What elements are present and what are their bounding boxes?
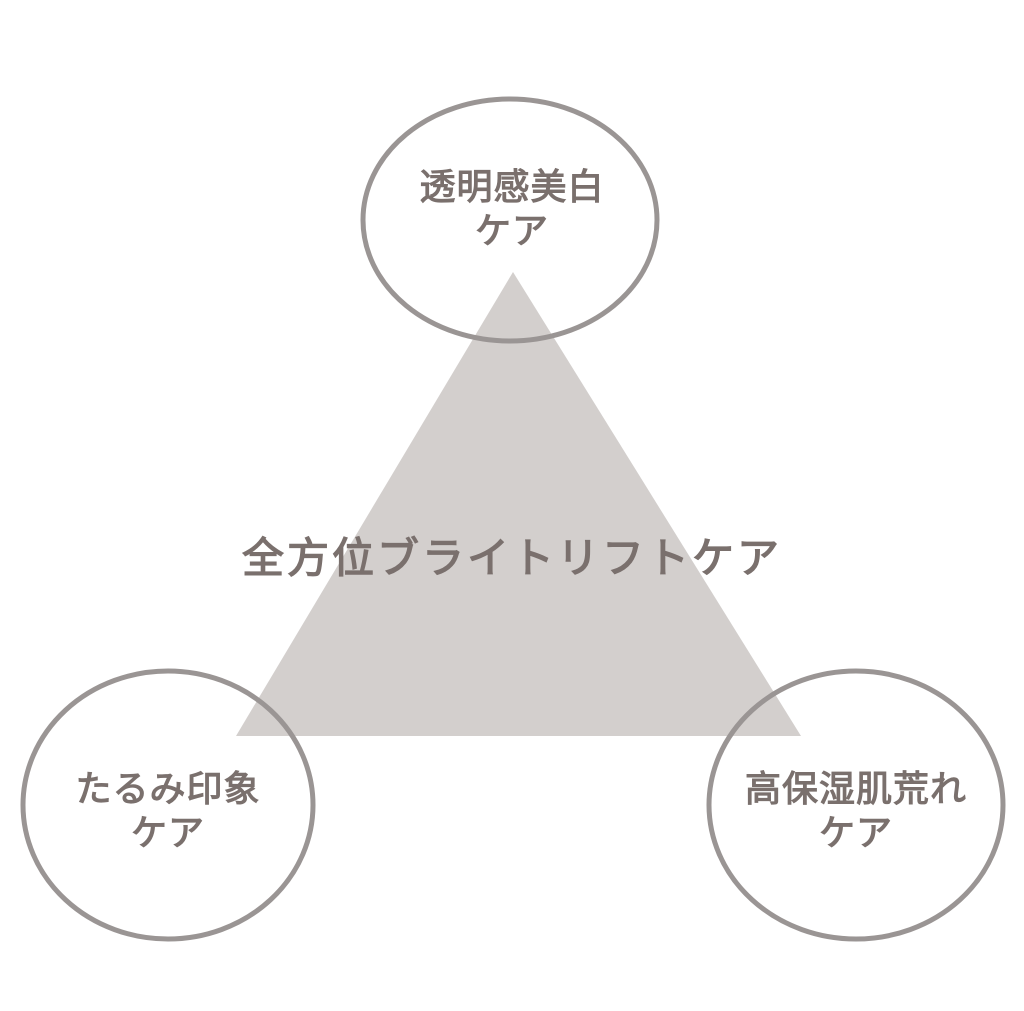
node-right-line2: ケア xyxy=(818,813,894,854)
node-right-label: 高保湿肌荒れ ケア xyxy=(745,768,967,856)
node-left-line1: たるみ印象 xyxy=(75,769,261,810)
node-top-line2: ケア xyxy=(474,211,550,252)
central-triangle xyxy=(236,272,801,736)
node-left-line2: ケア xyxy=(130,813,206,854)
center-label: 全方位ブライトリフトケア xyxy=(241,533,783,583)
node-top-line1: 透明感美白 xyxy=(419,167,605,208)
circle-right xyxy=(706,668,1006,942)
node-top-label: 透明感美白 ケア xyxy=(419,166,604,254)
circle-top xyxy=(360,96,660,344)
node-right-line1: 高保湿肌荒れ xyxy=(744,769,968,810)
circle-left xyxy=(20,668,316,942)
node-left-label: たるみ印象 ケア xyxy=(75,768,260,856)
